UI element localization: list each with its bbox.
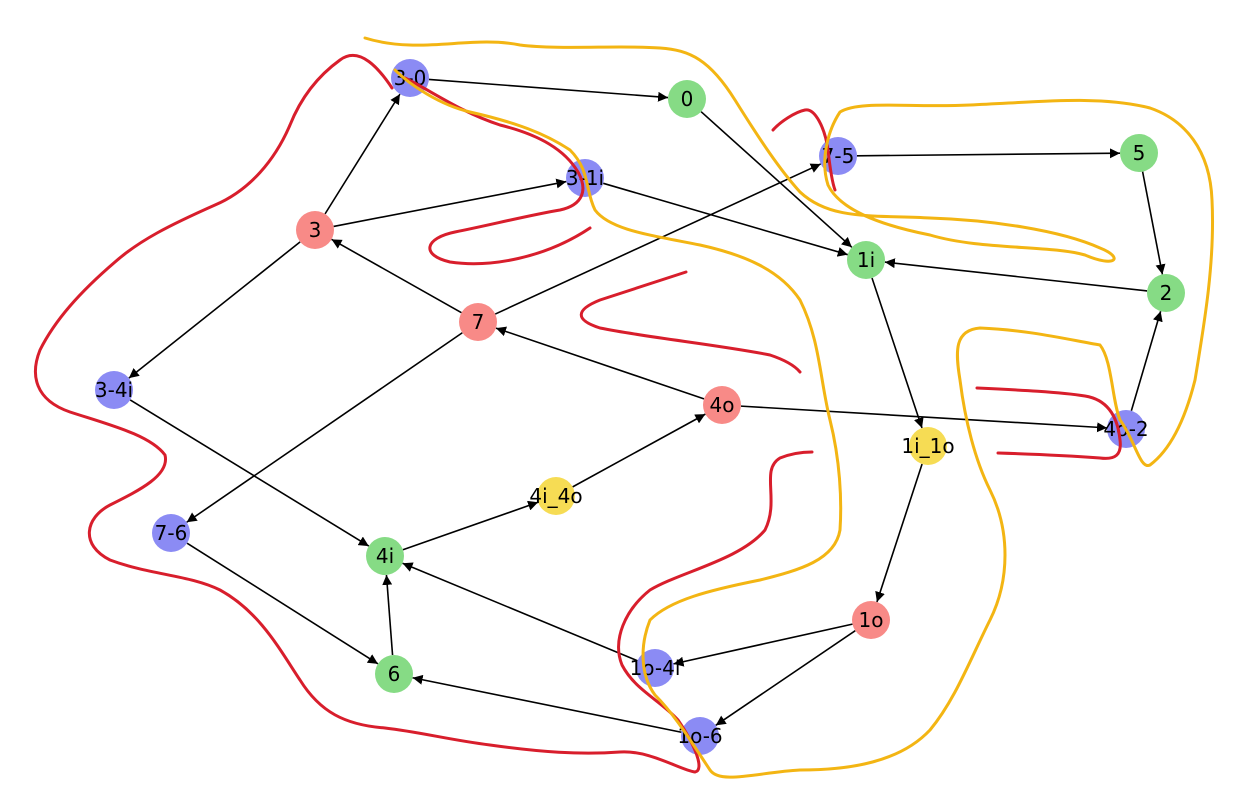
edge-3-1i-to-1i	[603, 182, 848, 257]
node-5: 5	[1120, 134, 1158, 172]
node-6: 6	[375, 655, 413, 693]
node-label: 4i_4o	[529, 484, 582, 508]
node-label: 4i	[376, 544, 394, 568]
node-4o: 4o	[703, 386, 741, 424]
edge-4i-to-4i-4o	[402, 500, 539, 551]
edge-7-to-3	[331, 238, 462, 314]
node-circle	[152, 514, 190, 552]
node-label: 2	[1160, 281, 1173, 305]
edge-1o-to-1o-4i	[673, 623, 853, 667]
edge-4o-to-4o-2	[740, 405, 1108, 433]
red-region-inner-4	[975, 386, 1122, 460]
node-label: 7-6	[155, 521, 188, 545]
red-region-inner-1	[403, 76, 592, 266]
node-label: 1o-4i	[630, 656, 681, 680]
node-circle	[668, 80, 706, 118]
edge-6-to-4i	[382, 574, 394, 656]
node-circle	[681, 717, 719, 755]
node-3-4i: 3-4i	[95, 371, 133, 409]
edge-3-to-3-4i	[128, 241, 301, 379]
node-label: 0	[681, 87, 694, 111]
node-circle	[703, 386, 741, 424]
node-circle	[366, 537, 404, 575]
node-label: 7	[472, 310, 485, 334]
edge-3-to-3-0	[324, 93, 401, 215]
node-circle	[909, 427, 947, 465]
node-circle	[1120, 134, 1158, 172]
edge-4o-to-7	[495, 326, 705, 400]
hand-drawn-annotations	[33, 36, 1215, 779]
edge-5-to-2	[1141, 171, 1166, 275]
node-label: 1i	[857, 248, 875, 272]
node-label: 3	[309, 218, 322, 242]
edge-2-to-1i	[884, 258, 1148, 292]
edges-layer	[128, 78, 1166, 734]
node-circle	[95, 371, 133, 409]
edge-0-to-1i	[700, 111, 853, 248]
node-label: 6	[388, 662, 401, 686]
edge-4i-4o-to-4o	[572, 413, 706, 488]
edge-4o-2-to-2	[1130, 311, 1163, 411]
edge-3-4i-to-4i	[129, 399, 370, 547]
node-circle	[852, 601, 890, 639]
red-region-outline	[33, 53, 814, 774]
node-label: 1o	[859, 608, 884, 632]
edge-7-to-7-5	[494, 163, 822, 315]
node-label: 3-4i	[95, 378, 133, 402]
edge-3-to-3-1i	[333, 178, 567, 228]
edge-7-to-7-6	[186, 332, 463, 523]
yellow-region-outline	[363, 36, 1215, 779]
node-1i: 1i	[847, 241, 885, 279]
node-3: 3	[296, 211, 334, 249]
node-1i-1o: 1i_1o	[901, 427, 955, 465]
edge-1i-to-1i-1o	[871, 277, 924, 429]
edge-1o-4i-to-4i	[402, 562, 638, 662]
node-label: 5	[1133, 141, 1146, 165]
node-0: 0	[668, 80, 706, 118]
node-circle	[391, 59, 429, 97]
red-region-inner-3	[771, 108, 837, 192]
edge-1o-to-1o-6	[715, 630, 856, 726]
node-7: 7	[459, 303, 497, 341]
node-4i: 4i	[366, 537, 404, 575]
edge-7-5-to-5	[856, 148, 1121, 159]
node-circle	[459, 303, 497, 341]
edge-1i-1o-to-1o	[875, 463, 923, 603]
red-region-inner-2	[579, 270, 802, 374]
node-label: 4o	[710, 393, 735, 417]
node-circle	[1147, 274, 1185, 312]
edge-7-6-to-6	[186, 542, 379, 665]
node-circle	[296, 211, 334, 249]
edge-1o-6-to-6	[412, 674, 682, 734]
node-circle	[375, 655, 413, 693]
node-7-6: 7-6	[152, 514, 190, 552]
node-2: 2	[1147, 274, 1185, 312]
edge-3-0-to-0	[428, 78, 669, 102]
node-circle	[847, 241, 885, 279]
node-4i-4o: 4i_4o	[529, 477, 583, 515]
node-1o: 1o	[852, 601, 890, 639]
node-label: 1i_1o	[901, 434, 954, 458]
node-1o-6: 1o-6	[677, 717, 723, 755]
node-1o-4i: 1o-4i	[630, 649, 681, 687]
node-circle	[537, 477, 575, 515]
